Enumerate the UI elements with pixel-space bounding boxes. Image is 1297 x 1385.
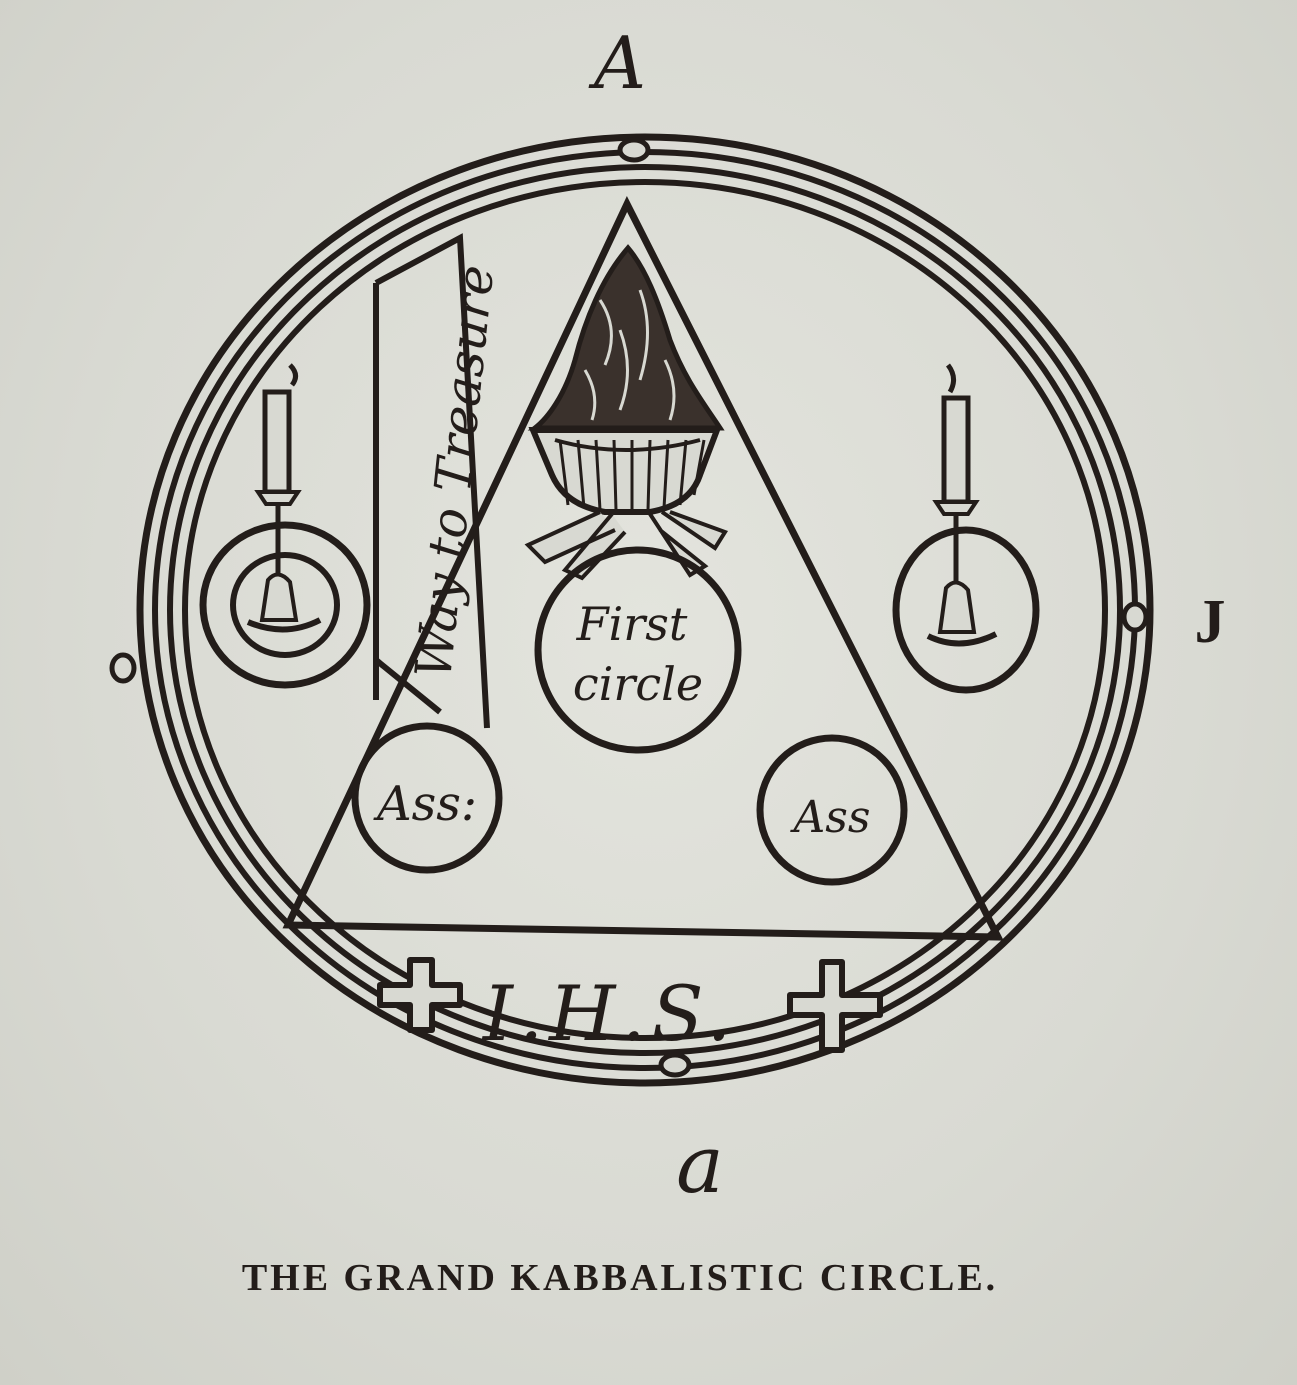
base-band: I.H.S. bbox=[377, 957, 883, 1058]
left-small-circle-label: Ass: bbox=[373, 776, 477, 832]
bottom-letter: a bbox=[676, 1118, 724, 1211]
marker-right bbox=[1121, 601, 1149, 633]
ring-markers bbox=[109, 137, 1149, 1078]
left-candle bbox=[199, 363, 371, 689]
marker-left bbox=[109, 652, 137, 684]
treasure-path-band: Way to Treasure bbox=[373, 233, 505, 729]
right-small-circle-label: Ass bbox=[790, 792, 871, 843]
left-candle-base bbox=[259, 572, 299, 622]
main-triangle bbox=[282, 196, 1004, 941]
right-candle-base bbox=[937, 580, 977, 634]
brazier-fire bbox=[524, 244, 729, 581]
first-circle-label-line2: circle bbox=[573, 657, 703, 711]
left-candle-holder-top bbox=[254, 490, 302, 506]
right-candle-outer-circle bbox=[892, 526, 1040, 694]
marker-top bbox=[617, 137, 651, 163]
right-candle-flame-icon bbox=[945, 363, 956, 394]
first-circle-label-line1: First bbox=[576, 597, 688, 651]
band-bottom-edge bbox=[374, 657, 442, 715]
brazier-ribs bbox=[558, 439, 706, 511]
left-candle-flame-icon bbox=[288, 363, 298, 387]
left-candle-inner-circle bbox=[230, 552, 340, 658]
left-small-circle bbox=[351, 722, 503, 874]
ihs-inscription: I.H.S. bbox=[481, 969, 737, 1058]
left-candle-stick bbox=[262, 389, 292, 495]
right-small-circle bbox=[756, 734, 908, 886]
band-right-edge bbox=[374, 233, 490, 729]
ring-4 bbox=[182, 179, 1108, 1041]
left-candle-dish bbox=[246, 617, 322, 633]
first-circle bbox=[534, 546, 742, 754]
right-candle bbox=[892, 363, 1040, 694]
right-candle-dish bbox=[926, 631, 998, 647]
marker-bottom bbox=[658, 1052, 692, 1078]
figure-caption: THE GRAND KABBALISTIC CIRCLE. bbox=[241, 1257, 999, 1299]
treasure-path-label: Way to Treasure bbox=[404, 262, 505, 681]
brazier-rim bbox=[554, 438, 701, 452]
top-letter: A bbox=[588, 21, 646, 105]
right-candle-holder-top bbox=[932, 500, 980, 516]
left-cross-icon bbox=[377, 957, 463, 1033]
flame-highlights bbox=[583, 289, 676, 421]
left-candle-outer-circle bbox=[199, 521, 371, 689]
right-cross-icon bbox=[787, 959, 883, 1053]
right-candle-stick bbox=[941, 395, 971, 505]
ring-3 bbox=[167, 164, 1123, 1056]
ring-1 bbox=[136, 133, 1154, 1087]
right-letter: J bbox=[1195, 588, 1226, 656]
